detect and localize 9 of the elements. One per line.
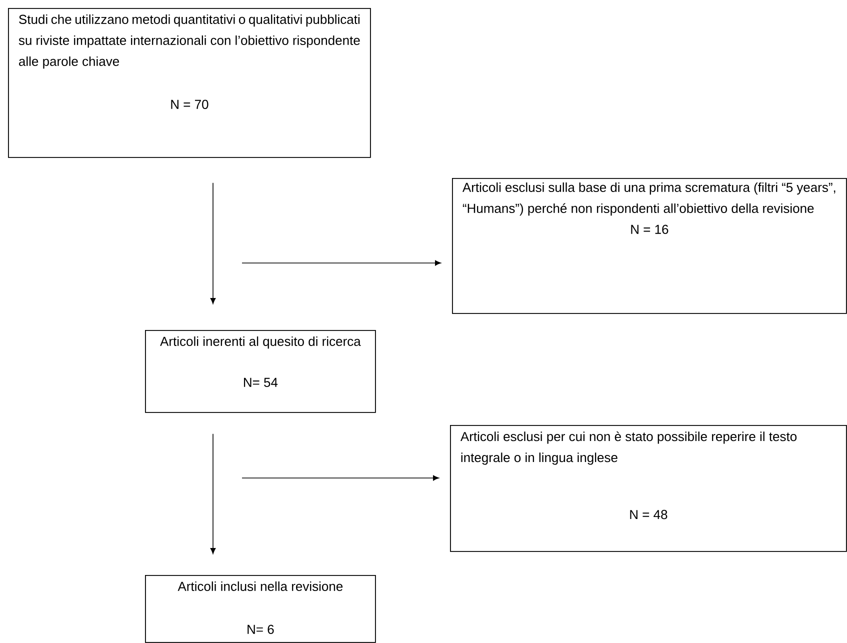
process-box: Articoli esclusi per cui non è stato possibile reperire il testo integrale o in lingua inglese N = 48 (450, 425, 847, 552)
process-box: Studi che utilizzano metodi quantitativi o qualitativi pubblicati su riviste impattate internazionali con l’obiettivo rispondente alle parole chiave N = 70 (8, 8, 371, 158)
arrow (242, 475, 439, 481)
process-box: Articoli esclusi sulla base di una prima scrematura (filtri “5 years”, “Humans”) perché non rispondenti all’obiettivo della revisione N = 16 (452, 178, 847, 314)
arrow (210, 182, 216, 304)
arrow (242, 260, 441, 266)
arrow (210, 434, 216, 554)
process-box: Articoli inerenti al quesito di ricerca N= 54 (145, 330, 376, 413)
process-box: Articoli inclusi nella revisione N= 6 (145, 575, 376, 643)
